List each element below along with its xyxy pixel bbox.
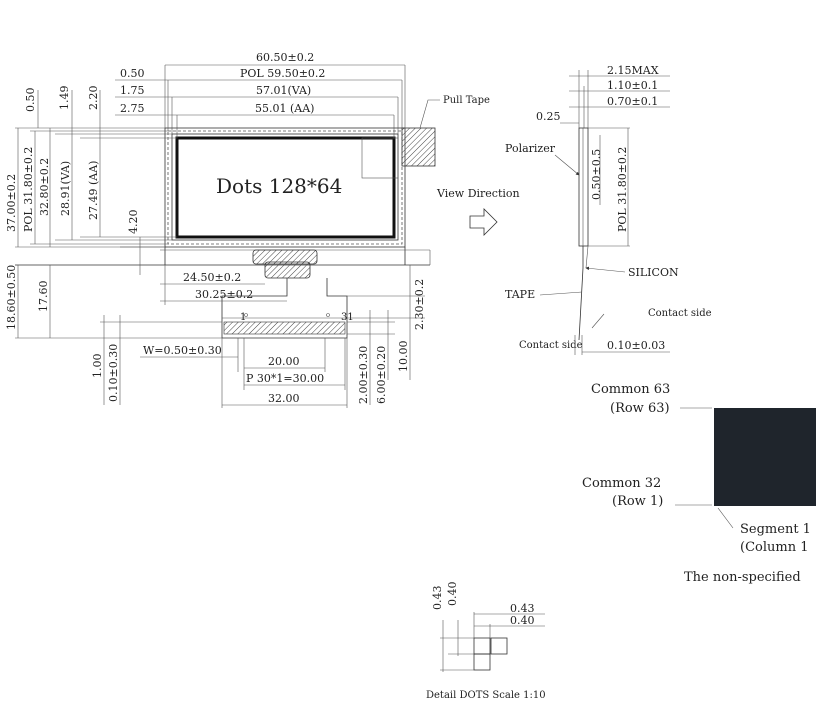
detail-dim-h-040: 0.40 bbox=[510, 614, 535, 627]
side-dim-025: 0.25 bbox=[536, 110, 561, 123]
dim-outline-height: 37.00±0.2 bbox=[5, 174, 18, 232]
side-dim-pol-height: POL 31.80±0.2 bbox=[616, 147, 629, 232]
non-specified-note: The non-specified bbox=[684, 570, 801, 585]
side-glass bbox=[578, 127, 589, 247]
view-direction: View Direction bbox=[436, 187, 520, 236]
view-direction-label: View Direction bbox=[436, 187, 520, 200]
dim-margin-050: 0.50 bbox=[120, 67, 145, 80]
common-32-label: Common 32 bbox=[582, 476, 661, 491]
dim-1760: 17.60 bbox=[37, 281, 50, 313]
pin-first-label: 1 bbox=[240, 312, 246, 323]
side-dim-070: 0.70±0.1 bbox=[607, 95, 658, 108]
dim-230: 2.30±0.2 bbox=[413, 279, 426, 330]
viewing-area bbox=[171, 133, 399, 241]
side-dim-110: 1.10±0.1 bbox=[607, 79, 658, 92]
dim-420: 4.20 bbox=[127, 210, 140, 235]
fpc-pins bbox=[223, 321, 346, 335]
pull-tape-label: Pull Tape bbox=[443, 95, 490, 106]
column-label: (Column 1 bbox=[740, 540, 808, 555]
display-text: Dots 128*64 bbox=[216, 174, 342, 198]
polarizer-label: Polarizer bbox=[505, 142, 556, 155]
common-63-label: Common 63 bbox=[591, 382, 670, 397]
dim-v-050: 0.50 bbox=[24, 88, 37, 113]
dim-100: 1.00 bbox=[91, 354, 104, 379]
contact-side-label-2: Contact side bbox=[519, 340, 583, 351]
silicon-label: SILICON bbox=[628, 266, 679, 279]
detail-dim-h-043: 0.43 bbox=[510, 602, 535, 615]
dim-va-height: 28.91(VA) bbox=[59, 161, 72, 216]
detail-dot-2 bbox=[473, 653, 491, 671]
dim-600: 6.00±0.20 bbox=[375, 346, 388, 404]
dim-3200: 32.00 bbox=[268, 392, 300, 405]
side-dim-thickness: 2.15MAX bbox=[607, 64, 659, 77]
dim-outline-width: 60.50±0.2 bbox=[256, 51, 314, 64]
row-1-label: (Row 1) bbox=[612, 494, 663, 509]
pixel-block bbox=[714, 408, 816, 506]
dim-1000: 10.00 bbox=[397, 341, 410, 373]
dim-aa-width: 55.01 (AA) bbox=[255, 102, 314, 115]
tape-label: TAPE bbox=[505, 288, 535, 301]
pull-tape-block bbox=[401, 127, 436, 167]
dim-margin-175: 1.75 bbox=[120, 84, 145, 97]
dim-1860: 18.60±0.50 bbox=[5, 265, 18, 330]
detail-dot-3 bbox=[490, 637, 508, 655]
dim-3025: 30.25±0.2 bbox=[195, 288, 253, 301]
active-area bbox=[175, 136, 396, 239]
view-direction-arrow bbox=[469, 208, 498, 236]
dim-height-3280: 32.80±0.2 bbox=[38, 158, 51, 216]
side-view: 2.15MAX 1.10±0.1 0.70±0.1 0.25 0.50±0.5 … bbox=[505, 64, 712, 355]
row-63-label: (Row 63) bbox=[610, 401, 670, 416]
dim-va-width: 57.01(VA) bbox=[256, 84, 311, 97]
dim-200: 2.00±0.30 bbox=[357, 346, 370, 404]
dim-v-220: 2.20 bbox=[87, 86, 100, 111]
polarizer-outline bbox=[167, 130, 403, 245]
dim-2450: 24.50±0.2 bbox=[183, 271, 241, 284]
front-view: Pull Tape 1 31 Dots 128*64 60.50± bbox=[5, 51, 490, 408]
dim-pin-width: W=0.50±0.30 bbox=[143, 344, 222, 357]
pin-last-label: 31 bbox=[341, 312, 354, 323]
dim-v-149: 1.49 bbox=[58, 86, 71, 111]
contact-side-label-1: Contact side bbox=[648, 308, 712, 319]
glass-outline bbox=[164, 127, 406, 248]
dim-pol-height: POL 31.80±0.2 bbox=[22, 147, 35, 232]
pixel-map: Common 63 (Row 63) Common 32 (Row 1) Seg… bbox=[582, 382, 816, 585]
detail-dim-v-043: 0.43 bbox=[431, 586, 444, 611]
side-dim-010: 0.10±0.03 bbox=[607, 339, 665, 352]
detail-dot-1 bbox=[473, 637, 491, 655]
dim-010: 0.10±0.30 bbox=[107, 344, 120, 402]
dim-pitch: P 30*1=30.00 bbox=[246, 372, 324, 385]
detail-caption: Detail DOTS Scale 1:10 bbox=[426, 690, 546, 701]
detail-dim-v-040: 0.40 bbox=[446, 582, 459, 607]
dim-pol-width: POL 59.50±0.2 bbox=[240, 67, 325, 80]
dim-margin-275: 2.75 bbox=[120, 102, 145, 115]
segment-label: Segment 1 bbox=[740, 522, 811, 537]
dim-aa-height: 27.49 (AA) bbox=[87, 161, 100, 220]
inner-mark bbox=[361, 137, 399, 179]
dim-2000: 20.00 bbox=[268, 355, 300, 368]
detail-dots: 0.43 0.40 0.43 0.40 Detail DOTS Scale 1:… bbox=[426, 582, 546, 702]
side-dim-050: 0.50±0.5 bbox=[590, 149, 603, 200]
